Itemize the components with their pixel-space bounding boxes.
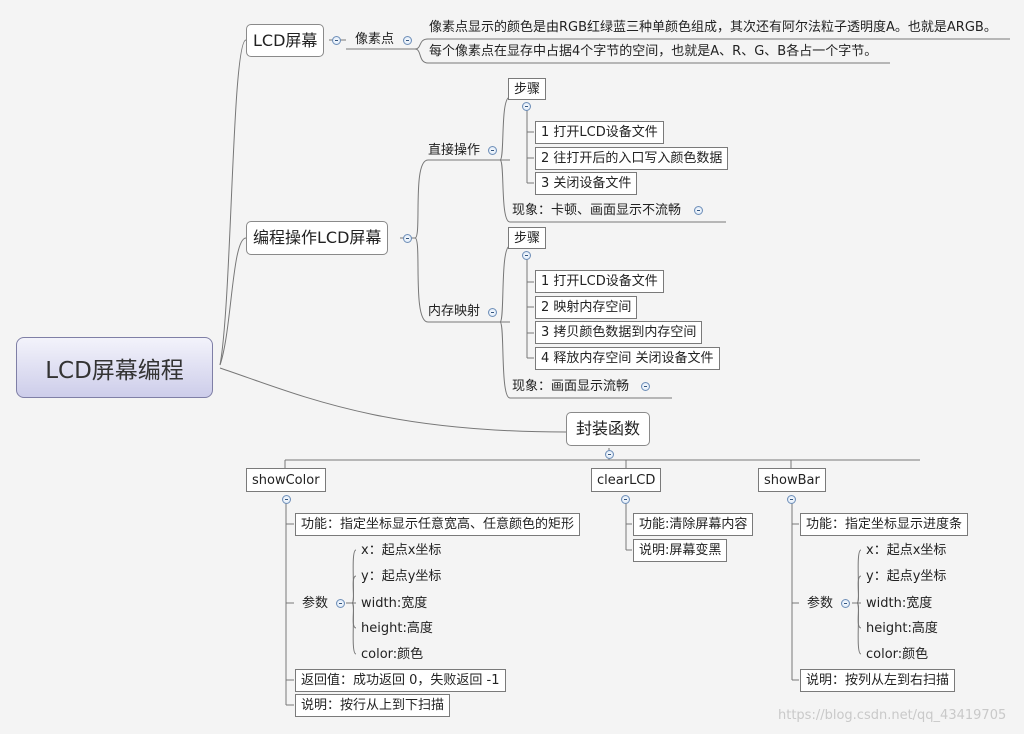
direct-step-3[interactable]: 3 关闭设备文件 xyxy=(535,172,638,195)
root-node[interactable]: LCD屏幕编程 xyxy=(16,337,213,398)
collapse-toggle-show-bar[interactable] xyxy=(787,495,796,504)
show-bar-params[interactable]: 参数 xyxy=(807,596,834,611)
node-show-bar[interactable]: showBar xyxy=(758,468,826,492)
show-color-param-x[interactable]: x：起点x坐标 xyxy=(361,543,442,558)
mmap-phenomenon[interactable]: 现象：画面显示流畅 xyxy=(512,379,630,394)
collapse-toggle-direct-phenomenon[interactable] xyxy=(694,206,703,215)
direct-step-1[interactable]: 1 打开LCD设备文件 xyxy=(535,121,664,144)
collapse-toggle-wrapper[interactable] xyxy=(605,450,614,459)
collapse-toggle-pixel[interactable] xyxy=(403,36,412,45)
show-bar-function[interactable]: 功能：指定坐标显示进度条 xyxy=(800,513,969,536)
node-direct-steps[interactable]: 步骤 xyxy=(508,78,547,100)
show-color-note[interactable]: 说明：按行从上到下扫描 xyxy=(295,694,451,717)
collapse-toggle-show-color-params[interactable] xyxy=(336,599,345,608)
show-color-param-color[interactable]: color:颜色 xyxy=(361,647,424,662)
mmap-step-2[interactable]: 2 映射内存空间 xyxy=(535,296,638,319)
node-memory-map[interactable]: 内存映射 xyxy=(428,304,481,319)
collapse-toggle-direct[interactable] xyxy=(488,146,497,155)
show-color-return[interactable]: 返回值：成功返回 0，失败返回 -1 xyxy=(295,669,506,692)
collapse-toggle-show-color[interactable] xyxy=(282,495,291,504)
node-wrapper-functions[interactable]: 封装函数 xyxy=(566,412,651,446)
node-lcd-screen[interactable]: LCD屏幕 xyxy=(246,24,325,57)
show-color-param-height[interactable]: height:高度 xyxy=(361,621,433,636)
node-pixel[interactable]: 像素点 xyxy=(355,32,395,47)
node-mmap-steps[interactable]: 步骤 xyxy=(508,227,547,249)
node-clear-lcd[interactable]: clearLCD xyxy=(591,468,662,492)
pixel-note-2[interactable]: 每个像素点在显存中占据4个字节的空间，也就是A、R、G、B各占一个字节。 xyxy=(429,44,878,59)
show-bar-param-width[interactable]: width:宽度 xyxy=(866,596,933,611)
collapse-toggle-clear-lcd[interactable] xyxy=(621,495,630,504)
clear-lcd-function[interactable]: 功能:清除屏幕内容 xyxy=(633,513,754,536)
mmap-step-4[interactable]: 4 释放内存空间 关闭设备文件 xyxy=(535,347,720,370)
collapse-toggle-direct-steps[interactable] xyxy=(522,102,531,111)
direct-phenomenon[interactable]: 现象：卡顿、画面显示不流畅 xyxy=(512,203,682,218)
collapse-toggle-mmap-steps[interactable] xyxy=(522,251,531,260)
node-show-color[interactable]: showColor xyxy=(246,468,326,492)
collapse-toggle-lcd-screen[interactable] xyxy=(332,36,341,45)
show-bar-param-color[interactable]: color:颜色 xyxy=(866,647,929,662)
watermark-text: https://blog.csdn.net/qq_43419705 xyxy=(778,708,1007,723)
node-direct-operation[interactable]: 直接操作 xyxy=(428,143,481,158)
collapse-toggle-mmap-phenomenon[interactable] xyxy=(641,382,650,391)
show-bar-note[interactable]: 说明：按列从左到右扫描 xyxy=(800,669,956,692)
show-bar-param-y[interactable]: y：起点y坐标 xyxy=(866,569,947,584)
collapse-toggle-mmap[interactable] xyxy=(488,308,497,317)
node-programming[interactable]: 编程操作LCD屏幕 xyxy=(246,221,389,255)
show-bar-param-x[interactable]: x：起点x坐标 xyxy=(866,543,947,558)
direct-step-2[interactable]: 2 往打开后的入口写入颜色数据 xyxy=(535,147,729,170)
show-color-function[interactable]: 功能：指定坐标显示任意宽高、任意颜色的矩形 xyxy=(295,513,581,536)
show-color-param-y[interactable]: y：起点y坐标 xyxy=(361,569,442,584)
collapse-toggle-programming[interactable] xyxy=(403,234,412,243)
mmap-step-1[interactable]: 1 打开LCD设备文件 xyxy=(535,270,664,293)
clear-lcd-note[interactable]: 说明:屏幕变黑 xyxy=(633,539,728,562)
show-color-params[interactable]: 参数 xyxy=(302,596,329,611)
mmap-step-3[interactable]: 3 拷贝颜色数据到内存空间 xyxy=(535,321,703,344)
collapse-toggle-show-bar-params[interactable] xyxy=(841,599,850,608)
show-color-param-width[interactable]: width:宽度 xyxy=(361,596,428,611)
pixel-note-1[interactable]: 像素点显示的颜色是由RGB红绿蓝三种单颜色组成，其次还有阿尔法粒子透明度A。也就… xyxy=(429,20,997,35)
show-bar-param-height[interactable]: height:高度 xyxy=(866,621,938,636)
